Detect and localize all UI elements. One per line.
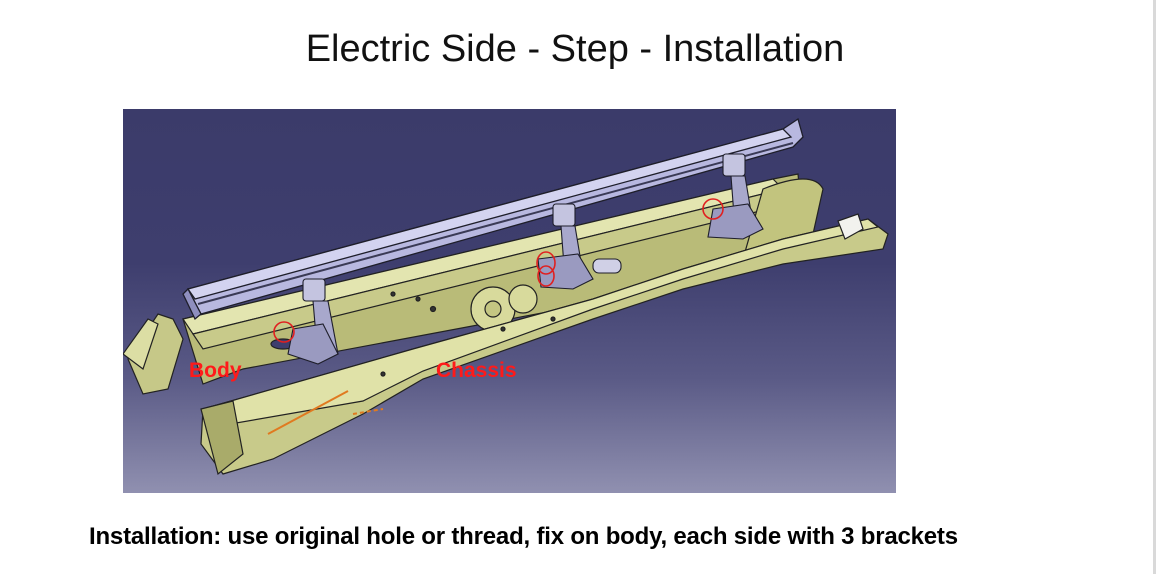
mounting-brackets xyxy=(287,153,764,365)
cad-drawing xyxy=(123,117,889,476)
chassis-label: Chassis xyxy=(436,359,517,382)
slide-edge-border xyxy=(1153,0,1156,574)
side-step xyxy=(182,117,804,321)
installation-caption: Installation: use original hole or threa… xyxy=(89,523,958,550)
chassis-rail xyxy=(200,213,889,476)
mounting-point-highlights xyxy=(273,198,724,343)
slide-title: Electric Side - Step - Installation xyxy=(305,28,845,70)
body-label: Body xyxy=(189,359,242,382)
cad-installation-figure: Body Chassis xyxy=(123,109,896,493)
body-sill xyxy=(123,173,824,395)
